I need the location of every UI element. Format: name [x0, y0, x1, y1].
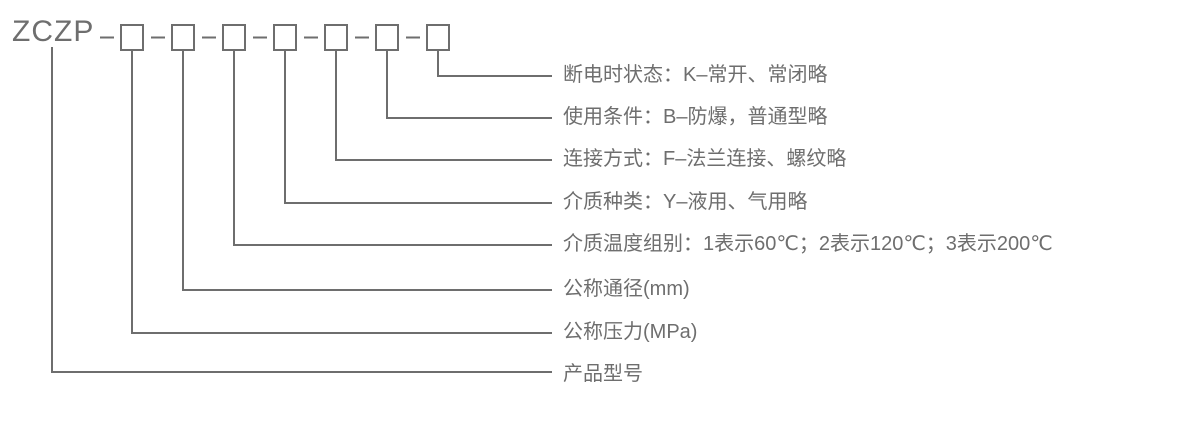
leader-line-2 [386, 50, 552, 119]
leader-line-1 [437, 50, 552, 77]
legend-item-usage-condition: 使用条件：B–防爆，普通型略 [563, 106, 828, 128]
legend-item-nominal-diameter: 公称通径(mm) [563, 278, 690, 300]
leader-line-4 [284, 50, 552, 204]
legend-item-medium-temperature: 介质温度组别：1表示60℃；2表示120℃；3表示200℃ [563, 233, 1053, 255]
leader-line-5 [233, 50, 552, 246]
legend-item-medium-type: 介质种类：Y–液用、气用略 [563, 191, 808, 213]
leader-line-group [51, 47, 552, 373]
leader-line-3 [335, 50, 552, 161]
legend-item-connection-type: 连接方式：F–法兰连接、螺纹略 [563, 148, 847, 170]
legend-item-nominal-pressure: 公称压力(MPa) [563, 321, 698, 343]
code-box-group [120, 24, 450, 51]
model-prefix-text: ZCZP [12, 15, 95, 48]
leader-line-6 [182, 50, 552, 291]
leader-line-8 [51, 47, 552, 373]
leader-line-7 [131, 50, 552, 334]
legend-item-power-off-state: 断电时状态：K–常开、常闭略 [563, 64, 828, 86]
legend-item-product-model: 产品型号 [563, 363, 643, 385]
